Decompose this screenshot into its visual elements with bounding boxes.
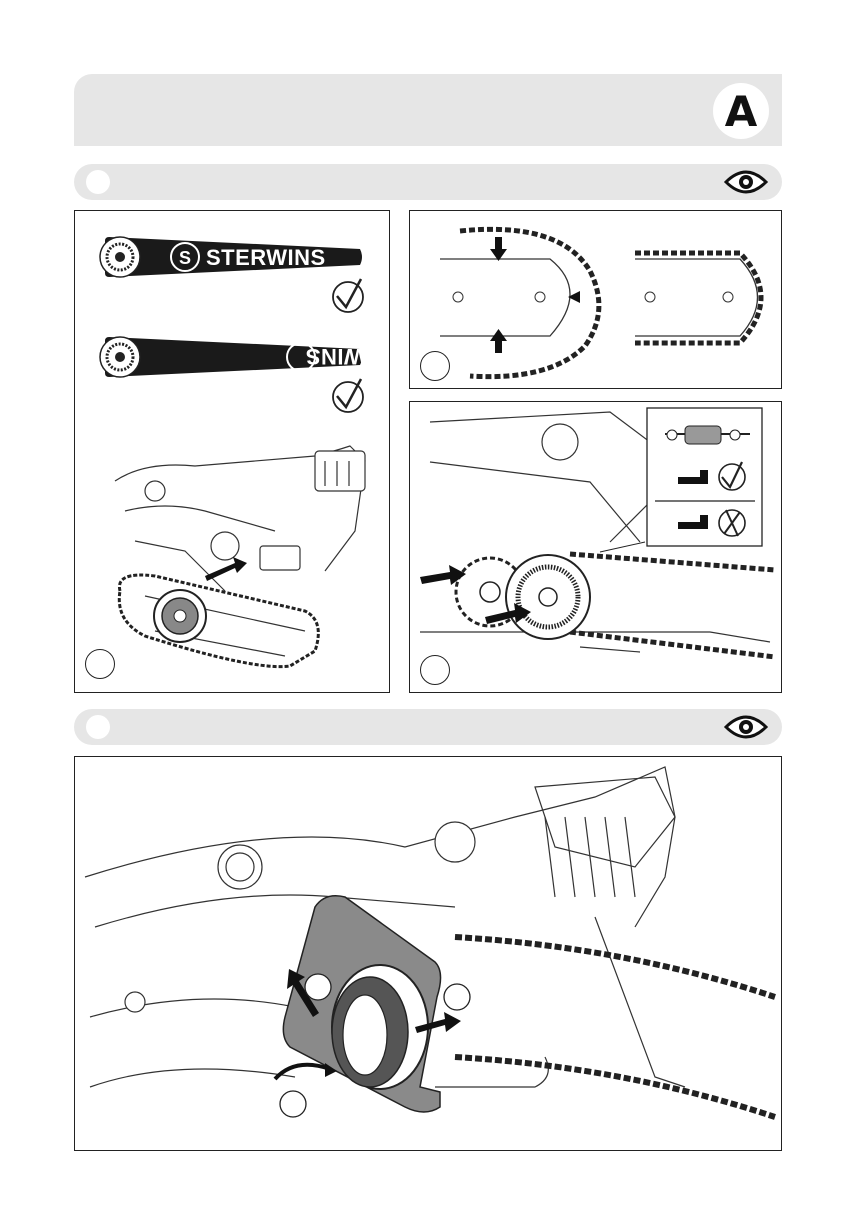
section-badge: A — [713, 83, 769, 139]
brand-label-flipped: STERWINS — [305, 344, 389, 369]
step-circle — [305, 974, 331, 1000]
step-circle — [280, 1091, 306, 1117]
svg-text:S: S — [179, 248, 191, 268]
panel-sprocket-cover — [74, 756, 782, 1151]
chain-tooth-inset — [600, 408, 762, 552]
step-circle — [420, 351, 450, 381]
brand-label-top: STERWINS — [206, 245, 326, 270]
panel-chain-direction — [409, 210, 782, 389]
guide-bar-flipped: STERWINS — [100, 337, 389, 377]
section-bar-1 — [74, 164, 782, 200]
check-circle-icon — [333, 379, 363, 412]
eye-icon — [724, 713, 768, 741]
panel-sprocket-fit — [409, 401, 782, 693]
chain-line — [570, 554, 775, 657]
step-circle — [420, 655, 450, 685]
clutch-drum — [506, 555, 590, 639]
chain-around-bar-right — [635, 253, 761, 343]
chain-around-bar-left — [440, 229, 599, 376]
header-bar — [74, 74, 782, 146]
guide-bar-upright: S STERWINS — [100, 237, 362, 277]
step-circle — [444, 984, 470, 1010]
check-circle-icon — [333, 279, 363, 312]
section-bar-2 — [74, 709, 782, 745]
chain-loop — [119, 575, 318, 667]
step-circle — [85, 649, 115, 679]
eye-icon — [724, 168, 768, 196]
section-bullet — [86, 715, 110, 739]
section-bullet — [86, 170, 110, 194]
arrow-icon — [205, 557, 247, 581]
chain-line — [455, 937, 775, 1117]
panel-bar-orientation: S STERWINS STERWINS — [74, 210, 390, 693]
